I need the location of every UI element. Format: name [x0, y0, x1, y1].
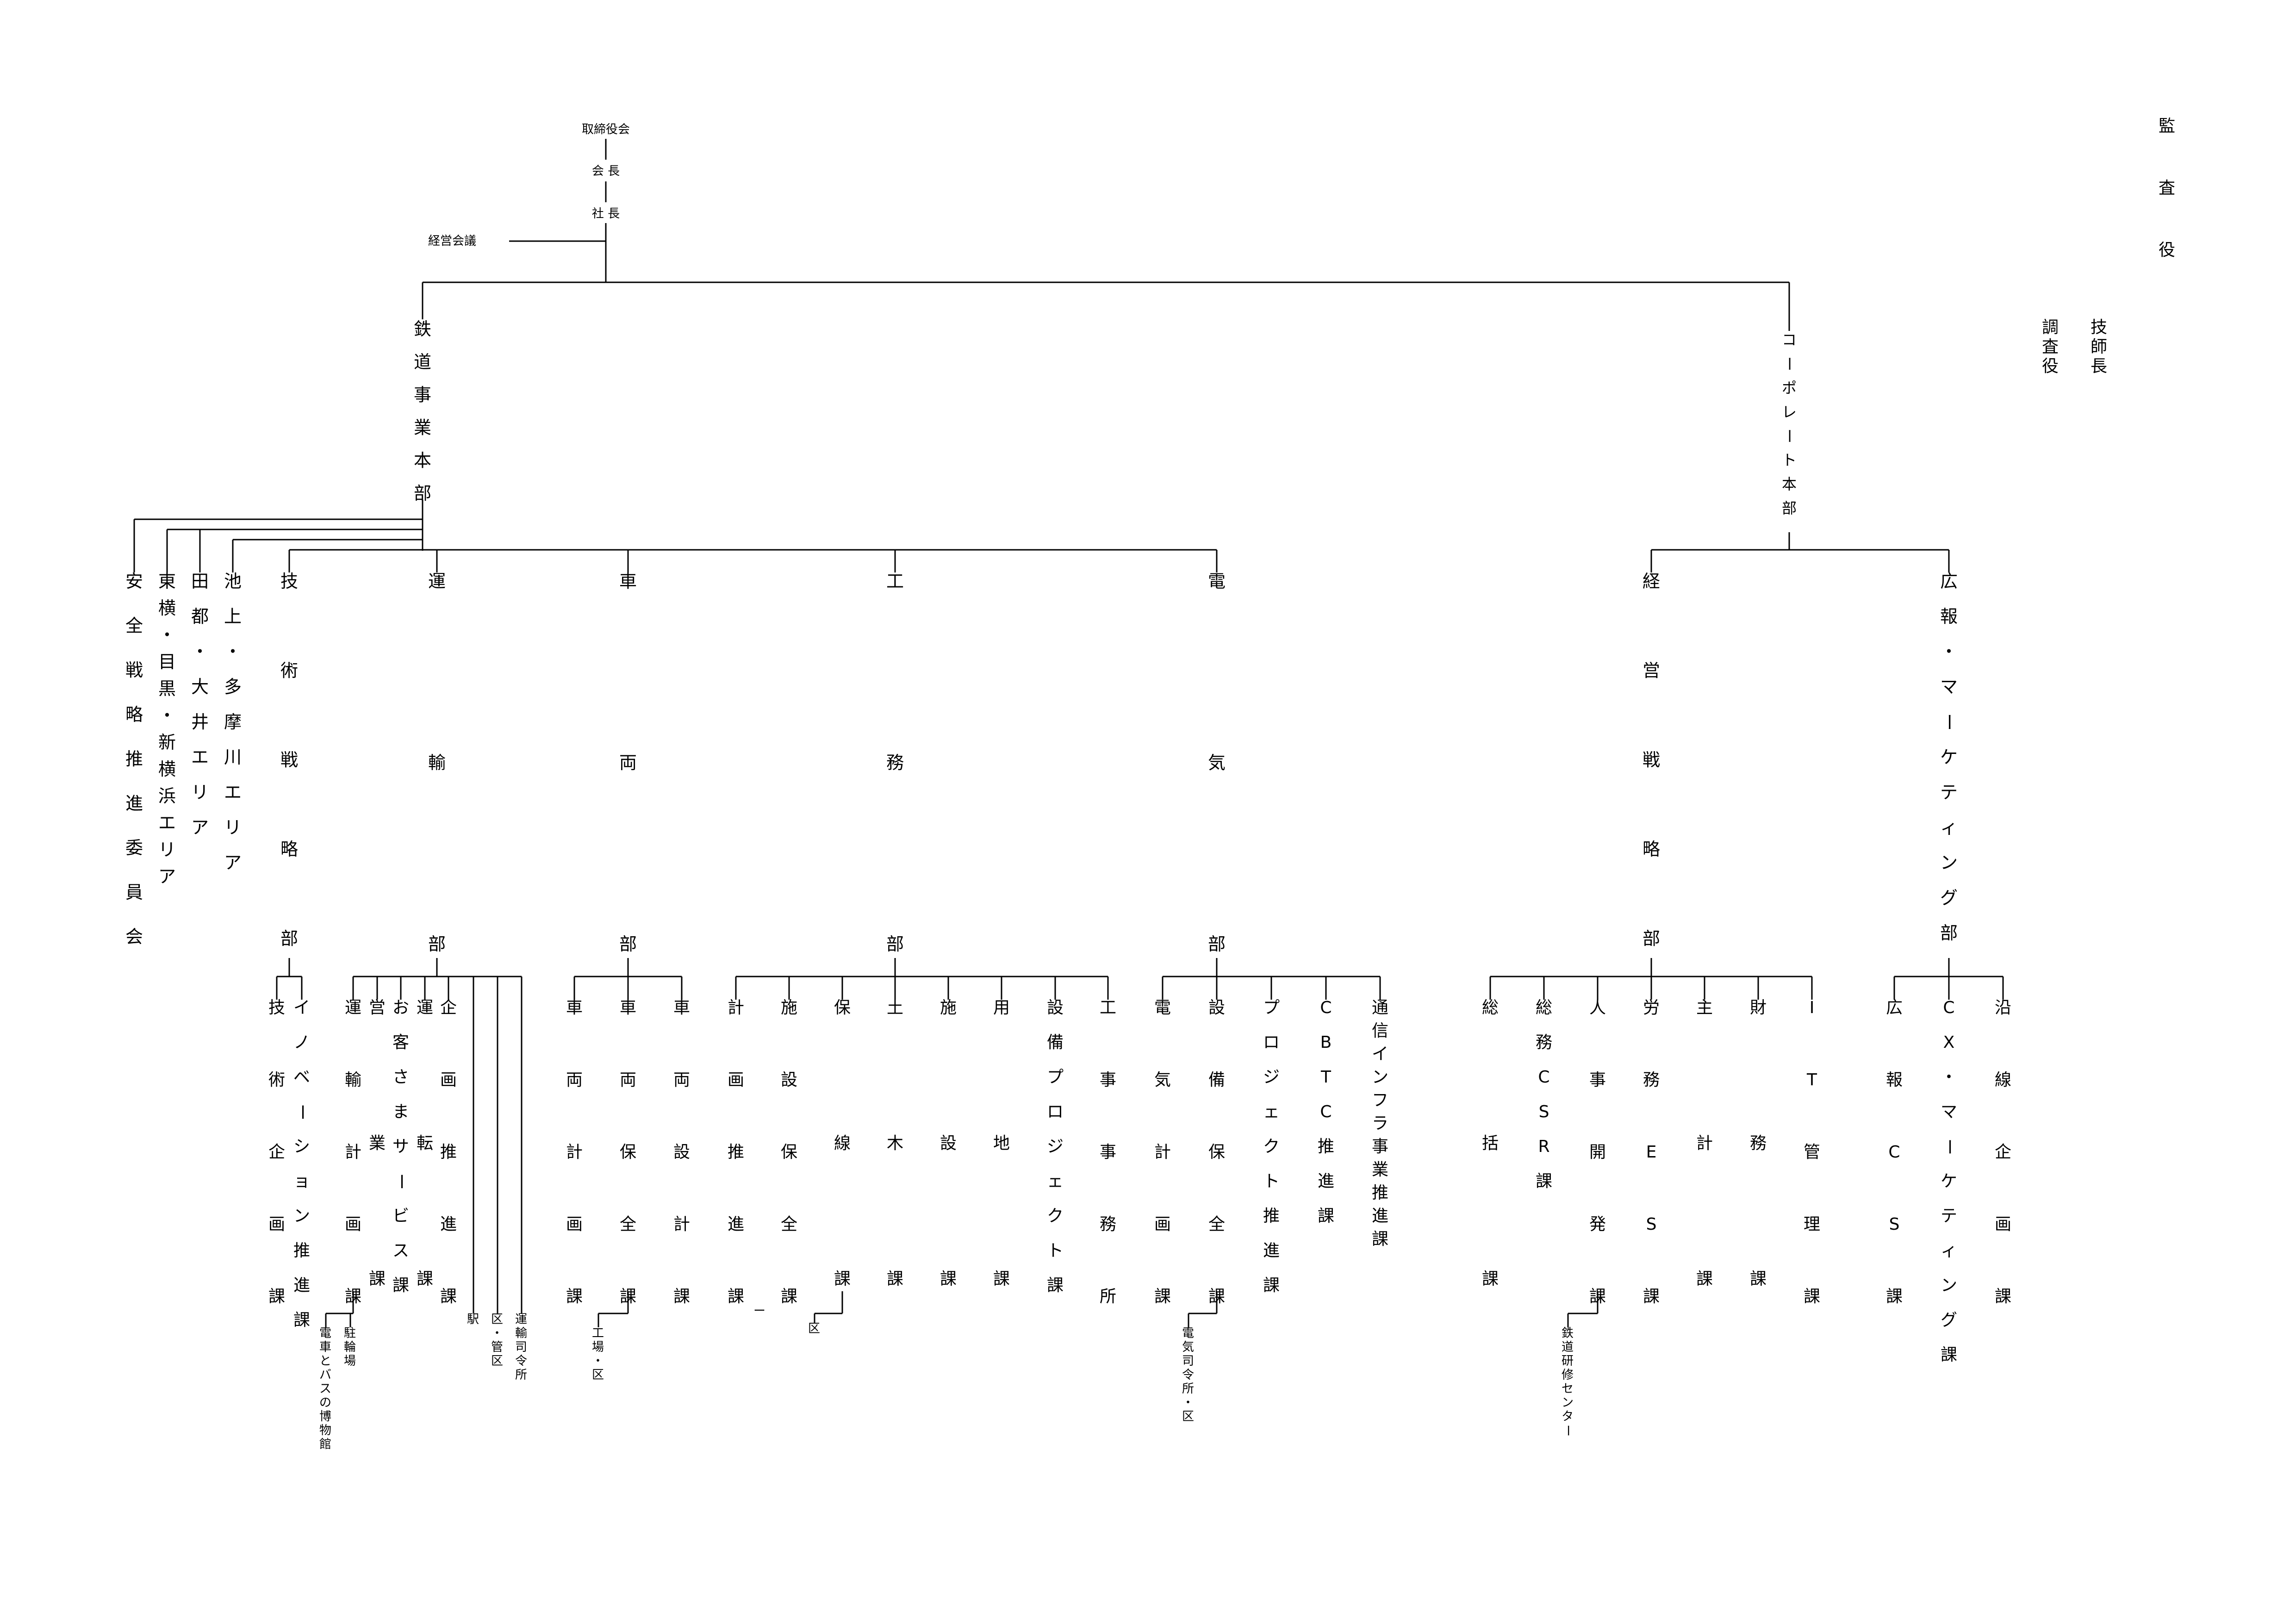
staff-unit-safety-committee: 安全戦略推進委員会 — [125, 571, 143, 947]
section-project-promotion: プロジェクト推進課 — [1263, 998, 1280, 1295]
board-label: 取締役会 — [581, 123, 630, 137]
section-innovation: イノベーション推進課 — [292, 998, 311, 1330]
section-hr-development: 人事開発課 — [1589, 998, 1606, 1306]
corporate-hq-label: コーポレート本部 — [1780, 331, 1798, 517]
section-land: 用地課 — [993, 998, 1010, 1288]
section-electric-planning: 電気計画課 — [1154, 998, 1171, 1306]
field-dispatch: 運輸司令所 — [515, 1313, 527, 1382]
section-equipment-maintenance: 設備保全課 — [1208, 998, 1225, 1306]
investigator-label: 調査役 — [2041, 318, 2059, 376]
field-factory: 工場・区 — [591, 1326, 604, 1382]
dept-works: 工務部 — [886, 571, 904, 954]
section-sales: 営業課 — [368, 998, 386, 1288]
auditor-label: 監査役 — [2158, 117, 2175, 260]
dept-transport: 運輸部 — [428, 571, 446, 954]
field-parking: 駐輪場 — [343, 1326, 356, 1368]
dept-pr-marketing: 広報・マーケティング部 — [1938, 571, 1959, 943]
section-facility: 施設課 — [940, 998, 957, 1288]
field-training-center: 鉄道研修センター — [1560, 1326, 1574, 1437]
section-facility-maintenance: 施設保全課 — [780, 998, 797, 1306]
section-tech-planning: 技術企画課 — [268, 998, 285, 1306]
dept-vehicle: 車両部 — [619, 571, 637, 954]
section-operation: 運転課 — [416, 998, 433, 1288]
railway-hq-label: 鉄道事業本部 — [413, 319, 431, 504]
section-planning-promotion: 企画推進課 — [440, 998, 457, 1306]
section-vehicle-maintenance: 車両保全課 — [619, 998, 636, 1306]
section-general-affairs: 総括課 — [1481, 998, 1499, 1288]
section-line-planning: 沿線企画課 — [1994, 998, 2011, 1306]
chief-engineer-label: 技師長 — [2090, 318, 2107, 376]
section-customer-service: お客さまサービス課 — [391, 998, 411, 1295]
section-finance: 財務課 — [1749, 998, 1767, 1288]
chairman-label: 会 長 — [591, 164, 620, 178]
section-civil: 土木課 — [886, 998, 903, 1288]
section-transport-planning: 運輸計画課 — [344, 998, 361, 1306]
dept-tech-strategy: 技術戦略部 — [280, 571, 298, 949]
section-works-planning: 計画推進課 — [727, 998, 744, 1306]
section-equipment-project: 設備プロジェクト課 — [1046, 998, 1064, 1295]
field-district: 区・管区 — [491, 1313, 503, 1368]
staff-unit-ikegami-area: 池上・多摩川エリア — [224, 571, 242, 873]
section-construction-office: 工事事務所 — [1099, 998, 1116, 1306]
president-label: 社 長 — [591, 207, 620, 221]
field-station: 駅 — [467, 1313, 479, 1326]
section-vehicle-planning: 車両計画課 — [566, 998, 583, 1306]
field-bus-museum: 電車とバスの博物館 — [319, 1326, 331, 1451]
staff-unit-toyoko-area: 東横・目黒・新横浜エリア — [158, 571, 176, 887]
field-track-dash: ー — [753, 1304, 765, 1318]
management-council-label: 経営会議 — [428, 234, 477, 248]
dept-management-strategy: 経営戦略部 — [1642, 571, 1660, 949]
staff-unit-denentoshi-area: 田都・大井エリア — [191, 571, 209, 838]
section-track: 保線課 — [834, 998, 851, 1288]
field-electric-dispatch: 電気司令所・区 — [1182, 1326, 1194, 1424]
section-telecom-infra: 通信インフラ事業推進課 — [1371, 998, 1388, 1249]
dept-electric: 電気部 — [1207, 571, 1226, 954]
section-accounting: 主計課 — [1696, 998, 1713, 1288]
section-vehicle-design: 車両設計課 — [673, 998, 690, 1306]
field-track-district: 区 — [808, 1322, 820, 1336]
